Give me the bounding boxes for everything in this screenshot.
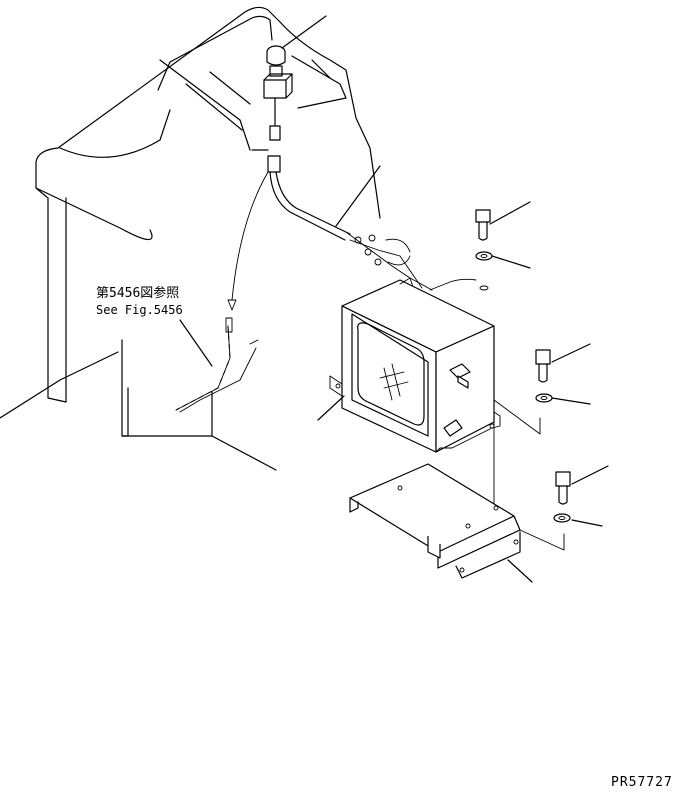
bolt-washer-3 bbox=[519, 465, 609, 551]
seat-console bbox=[0, 6, 381, 471]
drawing-number: PR57727 bbox=[611, 775, 673, 790]
mounting-bracket bbox=[349, 419, 533, 583]
bolt-washer-2 bbox=[493, 343, 591, 435]
controller-box bbox=[317, 277, 501, 453]
bolt-washer-1 bbox=[475, 201, 531, 291]
reference-label-en: See Fig.5456 bbox=[96, 303, 183, 317]
reference-harness bbox=[175, 317, 259, 413]
reference-label-jp: 第5456図参照 bbox=[96, 285, 179, 301]
wiring-harness bbox=[227, 155, 423, 311]
switch-assembly bbox=[263, 15, 327, 141]
